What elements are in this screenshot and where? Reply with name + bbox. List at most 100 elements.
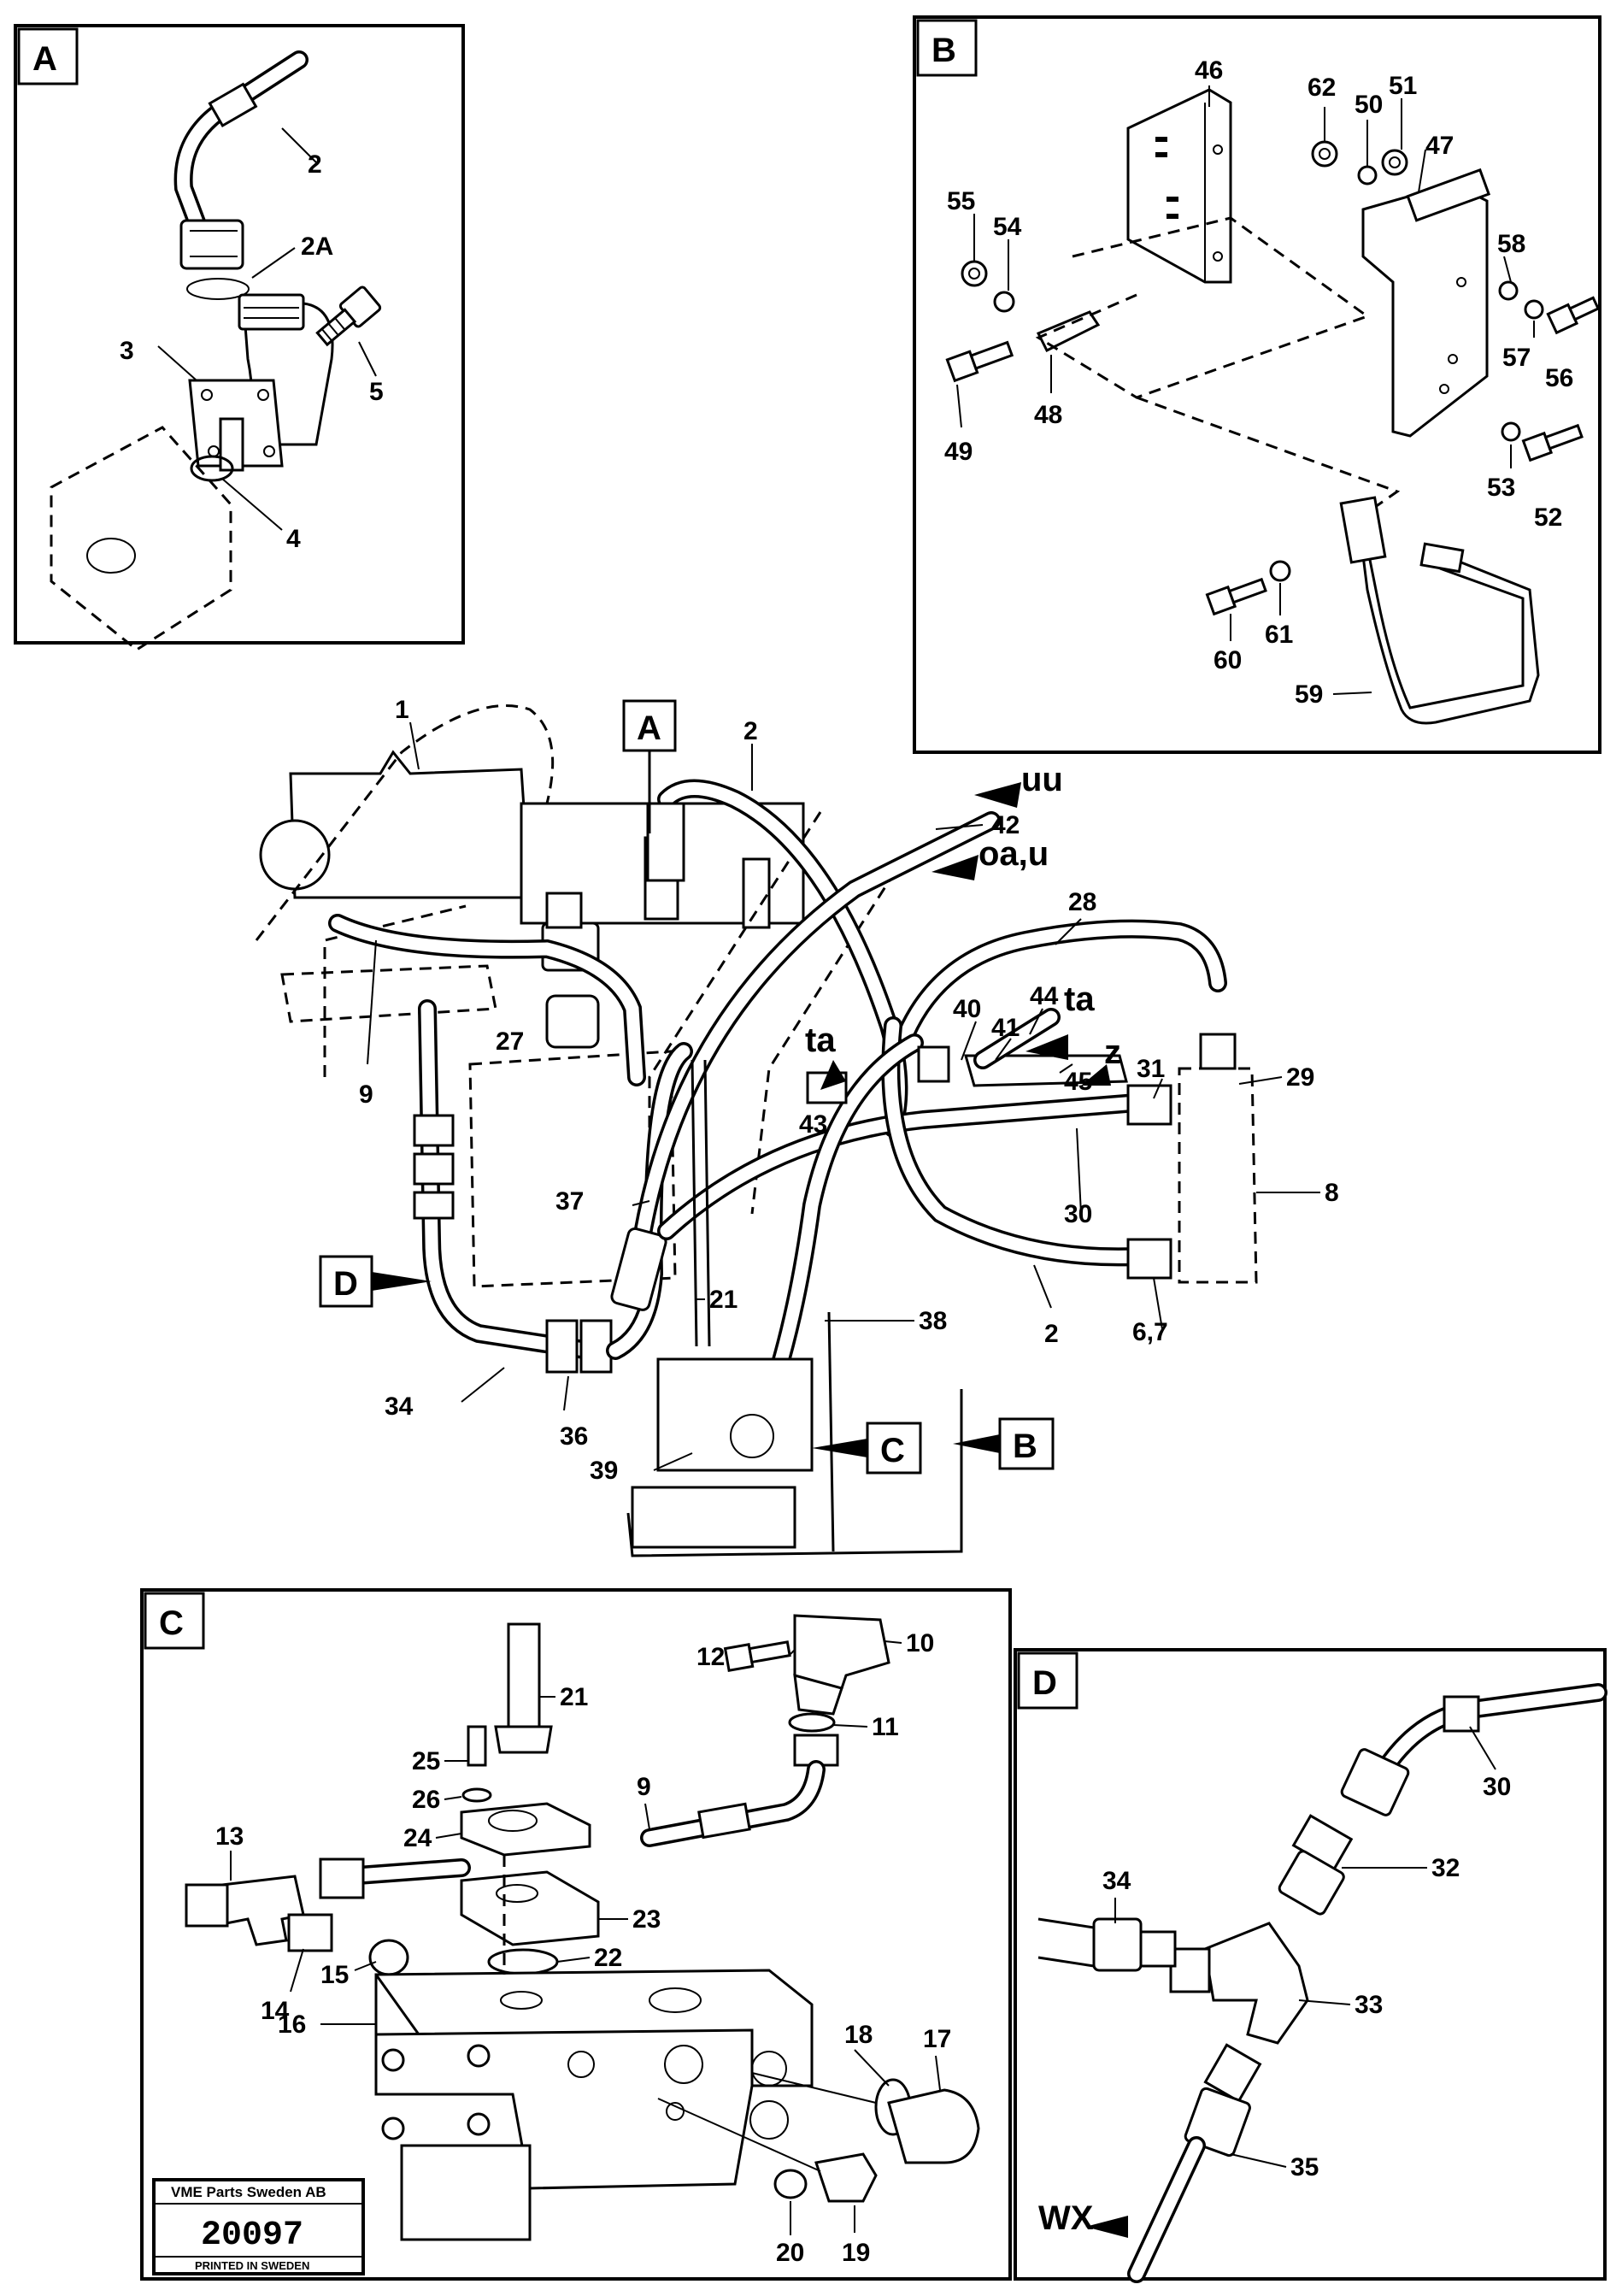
panel-c-seal-15 xyxy=(368,1939,409,1976)
panel-b-bolt-60 xyxy=(1205,577,1267,616)
svg-text:B: B xyxy=(1013,1428,1037,1465)
svg-text:D: D xyxy=(333,1265,358,1303)
arrow-ta-left xyxy=(820,1060,846,1090)
panel-d-ferrule xyxy=(1443,1695,1480,1733)
detail-panel-d: D WX 30 34 32 33 35 xyxy=(1014,1648,1607,2283)
panel-c-plug-17 xyxy=(887,2088,980,2164)
panel-a-tag: A xyxy=(32,40,57,78)
panel-d-callout-32: 32 xyxy=(1431,1854,1460,1882)
panel-b-nut-51 xyxy=(1381,149,1408,176)
panel-c-callout-19: 19 xyxy=(842,2239,870,2267)
panel-a-callout-4: 4 xyxy=(286,525,301,553)
callout-6-7: 6,7 xyxy=(1132,1318,1168,1346)
panel-c-callout-10: 10 xyxy=(906,1629,934,1657)
panel-a-hose-ferrule xyxy=(208,82,258,128)
panel-a-hose-nut xyxy=(179,219,244,270)
callout-2-lower: 2 xyxy=(1044,1320,1059,1348)
fitting-40 xyxy=(917,1045,950,1083)
panel-c-o-ring-22 xyxy=(487,1948,559,1975)
panel-d-callout-33: 33 xyxy=(1355,1991,1383,2019)
panel-b-callout-56: 56 xyxy=(1545,364,1573,392)
callout-31: 31 xyxy=(1137,1055,1165,1083)
arrow-z xyxy=(1081,1064,1111,1086)
panel-b-nut-62 xyxy=(1311,140,1338,168)
panel-c-fitting-14 xyxy=(287,1913,333,1952)
panel-c-callout-11: 11 xyxy=(872,1713,899,1741)
pump-housing-1 xyxy=(289,750,532,899)
panel-a-callout-5: 5 xyxy=(369,378,384,406)
detail-panel-a: A 2 2A 3 xyxy=(14,24,465,651)
panel-b-washer-57 xyxy=(1524,299,1544,320)
panel-b-callout-62: 62 xyxy=(1308,74,1336,102)
panel-a-seal-ring xyxy=(190,455,234,482)
fitting-36 xyxy=(545,1319,579,1374)
panel-b-nut-55 xyxy=(961,260,988,287)
floor-plate-outline xyxy=(626,1389,963,1557)
lower-valve-c xyxy=(656,1357,814,1472)
callout-44: 44 xyxy=(1030,982,1059,1010)
callout-37: 37 xyxy=(555,1187,584,1216)
panel-b-bolt-52 xyxy=(1521,423,1584,462)
panel-b-callout-50: 50 xyxy=(1355,91,1383,119)
panel-b-callout-51: 51 xyxy=(1389,72,1417,100)
callout-27: 27 xyxy=(496,1027,524,1056)
panel-b-bolt-49 xyxy=(945,340,1014,383)
panel-c-callout-21: 21 xyxy=(560,1683,588,1711)
ref-box-c: C xyxy=(812,1422,922,1475)
panel-c-callout-15: 15 xyxy=(320,1961,349,1989)
panel-b-washer-53 xyxy=(1501,421,1521,442)
panel-c-callout-26: 26 xyxy=(412,1786,440,1814)
panel-b-tag-box xyxy=(916,19,978,77)
callout-45: 45 xyxy=(1064,1068,1092,1096)
port-fitting-29 xyxy=(1199,1033,1237,1070)
panel-b-plate-48 xyxy=(1036,310,1101,353)
code-oa-u: oa,u xyxy=(978,835,1049,873)
callout-8: 8 xyxy=(1325,1179,1339,1207)
panel-d-callout-35: 35 xyxy=(1290,2153,1319,2181)
panel-b-tag: B xyxy=(931,32,956,69)
panel-c-callout-25: 25 xyxy=(412,1747,440,1775)
panel-d-code-wx: WX xyxy=(1038,2199,1094,2237)
panel-a-o-ring xyxy=(186,278,250,300)
panel-c-callout-22: 22 xyxy=(594,1944,622,1972)
callout-41: 41 xyxy=(991,1014,1020,1042)
panel-b-washer-54 xyxy=(993,291,1015,313)
callout-40: 40 xyxy=(953,995,981,1023)
panel-d-callout-30: 30 xyxy=(1483,1773,1511,1801)
panel-c-seal-20 xyxy=(773,2169,808,2199)
main-dashed-outline xyxy=(255,704,555,941)
panel-b-callout-59: 59 xyxy=(1295,680,1323,709)
arrow-oa-u xyxy=(931,855,978,880)
panel-c-nut xyxy=(319,1857,365,1899)
svg-text:C: C xyxy=(880,1432,905,1469)
arrow-ta-right xyxy=(1026,1034,1068,1060)
panel-c-tag-box xyxy=(144,1592,205,1650)
detail-panel-c: C xyxy=(140,1588,1012,2281)
panel-a-callout-2a: 2A xyxy=(301,233,333,261)
panel-c-plug-19 xyxy=(814,2152,878,2203)
ref-box-b: B xyxy=(953,1417,1055,1470)
panel-a-callout-3: 3 xyxy=(120,337,134,365)
pipe-34-fitting xyxy=(413,1114,455,1147)
callout-34: 34 xyxy=(385,1392,414,1421)
panel-c-washer-26 xyxy=(461,1787,492,1803)
panel-a-callout-2: 2 xyxy=(308,150,322,179)
panel-c-bolt-12 xyxy=(723,1640,791,1672)
callout-30: 30 xyxy=(1064,1200,1092,1228)
panel-c-pipe-21 xyxy=(507,1622,541,1728)
panel-c-frame xyxy=(140,1588,1012,2281)
code-ta-right: ta xyxy=(1064,980,1095,1018)
main-assembly: A D C B uu oa,u ta ta z xyxy=(255,696,1339,1557)
panel-c-tag: C xyxy=(159,1604,184,1642)
panel-d-frame xyxy=(1014,1648,1607,2281)
panel-c-callout-14: 14 xyxy=(261,1997,290,2025)
panel-c-callout-24: 24 xyxy=(403,1824,432,1852)
callout-39: 39 xyxy=(590,1457,618,1485)
control-valve-8 xyxy=(1178,1067,1258,1284)
panel-c-callout-13: 13 xyxy=(215,1822,244,1851)
pipe-21 xyxy=(691,1059,698,1347)
panel-c-bolt-25 xyxy=(467,1725,487,1767)
stamp-printed: PRINTED IN SWEDEN xyxy=(195,2259,309,2272)
panel-d-tee-33 xyxy=(1203,1922,1309,2045)
